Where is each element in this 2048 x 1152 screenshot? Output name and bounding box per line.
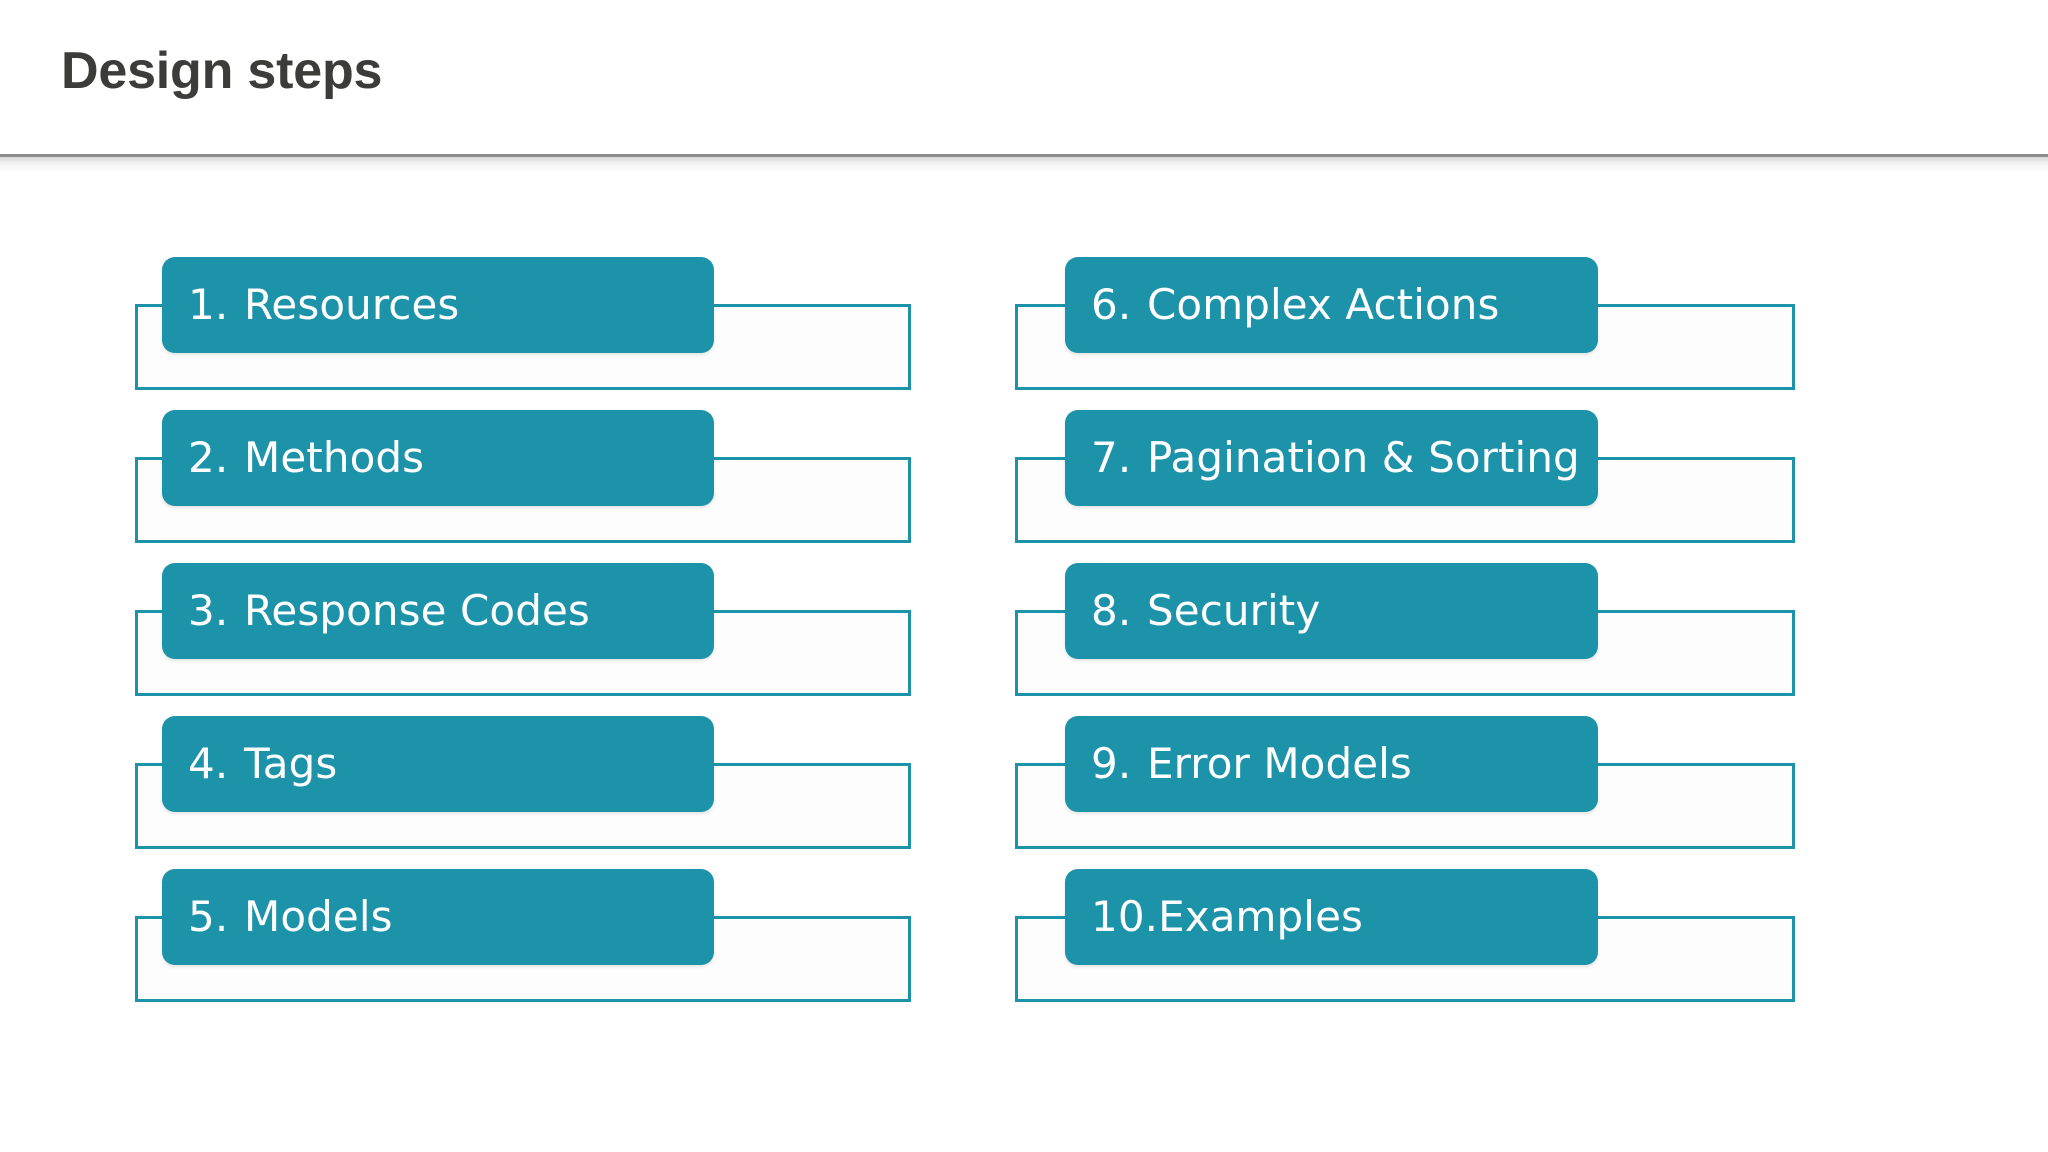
slide-header: Design steps bbox=[0, 0, 2048, 173]
step-item[interactable]: 10.Examples bbox=[1015, 869, 1795, 1011]
step-number: 9. bbox=[1091, 739, 1132, 788]
step-title: Resources bbox=[244, 280, 460, 329]
step-number: 4. bbox=[188, 739, 229, 788]
step-title: Complex Actions bbox=[1147, 280, 1500, 329]
step-title: Tags bbox=[244, 739, 338, 788]
step-label: 5. Models bbox=[188, 893, 393, 941]
step-chip[interactable]: 1. Resources bbox=[162, 257, 714, 353]
step-item[interactable]: 2. Methods bbox=[135, 410, 911, 552]
step-title: Methods bbox=[244, 433, 425, 482]
step-chip[interactable]: 9. Error Models bbox=[1065, 716, 1598, 812]
step-number: 10. bbox=[1091, 892, 1159, 941]
header-divider bbox=[0, 154, 2048, 157]
step-title: Models bbox=[244, 892, 393, 941]
step-item[interactable]: 1. Resources bbox=[135, 257, 911, 399]
step-label: 7. Pagination & Sorting bbox=[1091, 434, 1580, 482]
step-chip[interactable]: 8. Security bbox=[1065, 563, 1598, 659]
step-item[interactable]: 8. Security bbox=[1015, 563, 1795, 705]
step-chip[interactable]: 4. Tags bbox=[162, 716, 714, 812]
step-item[interactable]: 6. Complex Actions bbox=[1015, 257, 1795, 399]
step-label: 4. Tags bbox=[188, 740, 337, 788]
step-number: 5. bbox=[188, 892, 229, 941]
step-number: 6. bbox=[1091, 280, 1132, 329]
step-number: 7. bbox=[1091, 433, 1132, 482]
step-label: 2. Methods bbox=[188, 434, 424, 482]
step-chip[interactable]: 3. Response Codes bbox=[162, 563, 714, 659]
step-chip[interactable]: 5. Models bbox=[162, 869, 714, 965]
step-number: 3. bbox=[188, 586, 229, 635]
page-title: Design steps bbox=[61, 42, 383, 100]
step-chip[interactable]: 7. Pagination & Sorting bbox=[1065, 410, 1598, 506]
step-number: 2. bbox=[188, 433, 229, 482]
step-number: 8. bbox=[1091, 586, 1132, 635]
step-title: Pagination & Sorting bbox=[1147, 433, 1580, 482]
step-title: Security bbox=[1147, 586, 1321, 635]
step-label: 10.Examples bbox=[1091, 893, 1363, 941]
step-label: 3. Response Codes bbox=[188, 587, 590, 635]
header-divider-shadow bbox=[0, 157, 2048, 173]
step-label: 1. Resources bbox=[188, 281, 459, 329]
step-label: 9. Error Models bbox=[1091, 740, 1412, 788]
step-label: 8. Security bbox=[1091, 587, 1320, 635]
step-item[interactable]: 4. Tags bbox=[135, 716, 911, 858]
step-chip[interactable]: 2. Methods bbox=[162, 410, 714, 506]
step-title: Error Models bbox=[1147, 739, 1412, 788]
step-item[interactable]: 9. Error Models bbox=[1015, 716, 1795, 858]
step-item[interactable]: 5. Models bbox=[135, 869, 911, 1011]
step-title: Response Codes bbox=[244, 586, 590, 635]
step-chip[interactable]: 10.Examples bbox=[1065, 869, 1598, 965]
step-label: 6. Complex Actions bbox=[1091, 281, 1500, 329]
step-item[interactable]: 7. Pagination & Sorting bbox=[1015, 410, 1795, 552]
step-item[interactable]: 3. Response Codes bbox=[135, 563, 911, 705]
step-title: Examples bbox=[1158, 892, 1364, 941]
step-chip[interactable]: 6. Complex Actions bbox=[1065, 257, 1598, 353]
step-number: 1. bbox=[188, 280, 229, 329]
